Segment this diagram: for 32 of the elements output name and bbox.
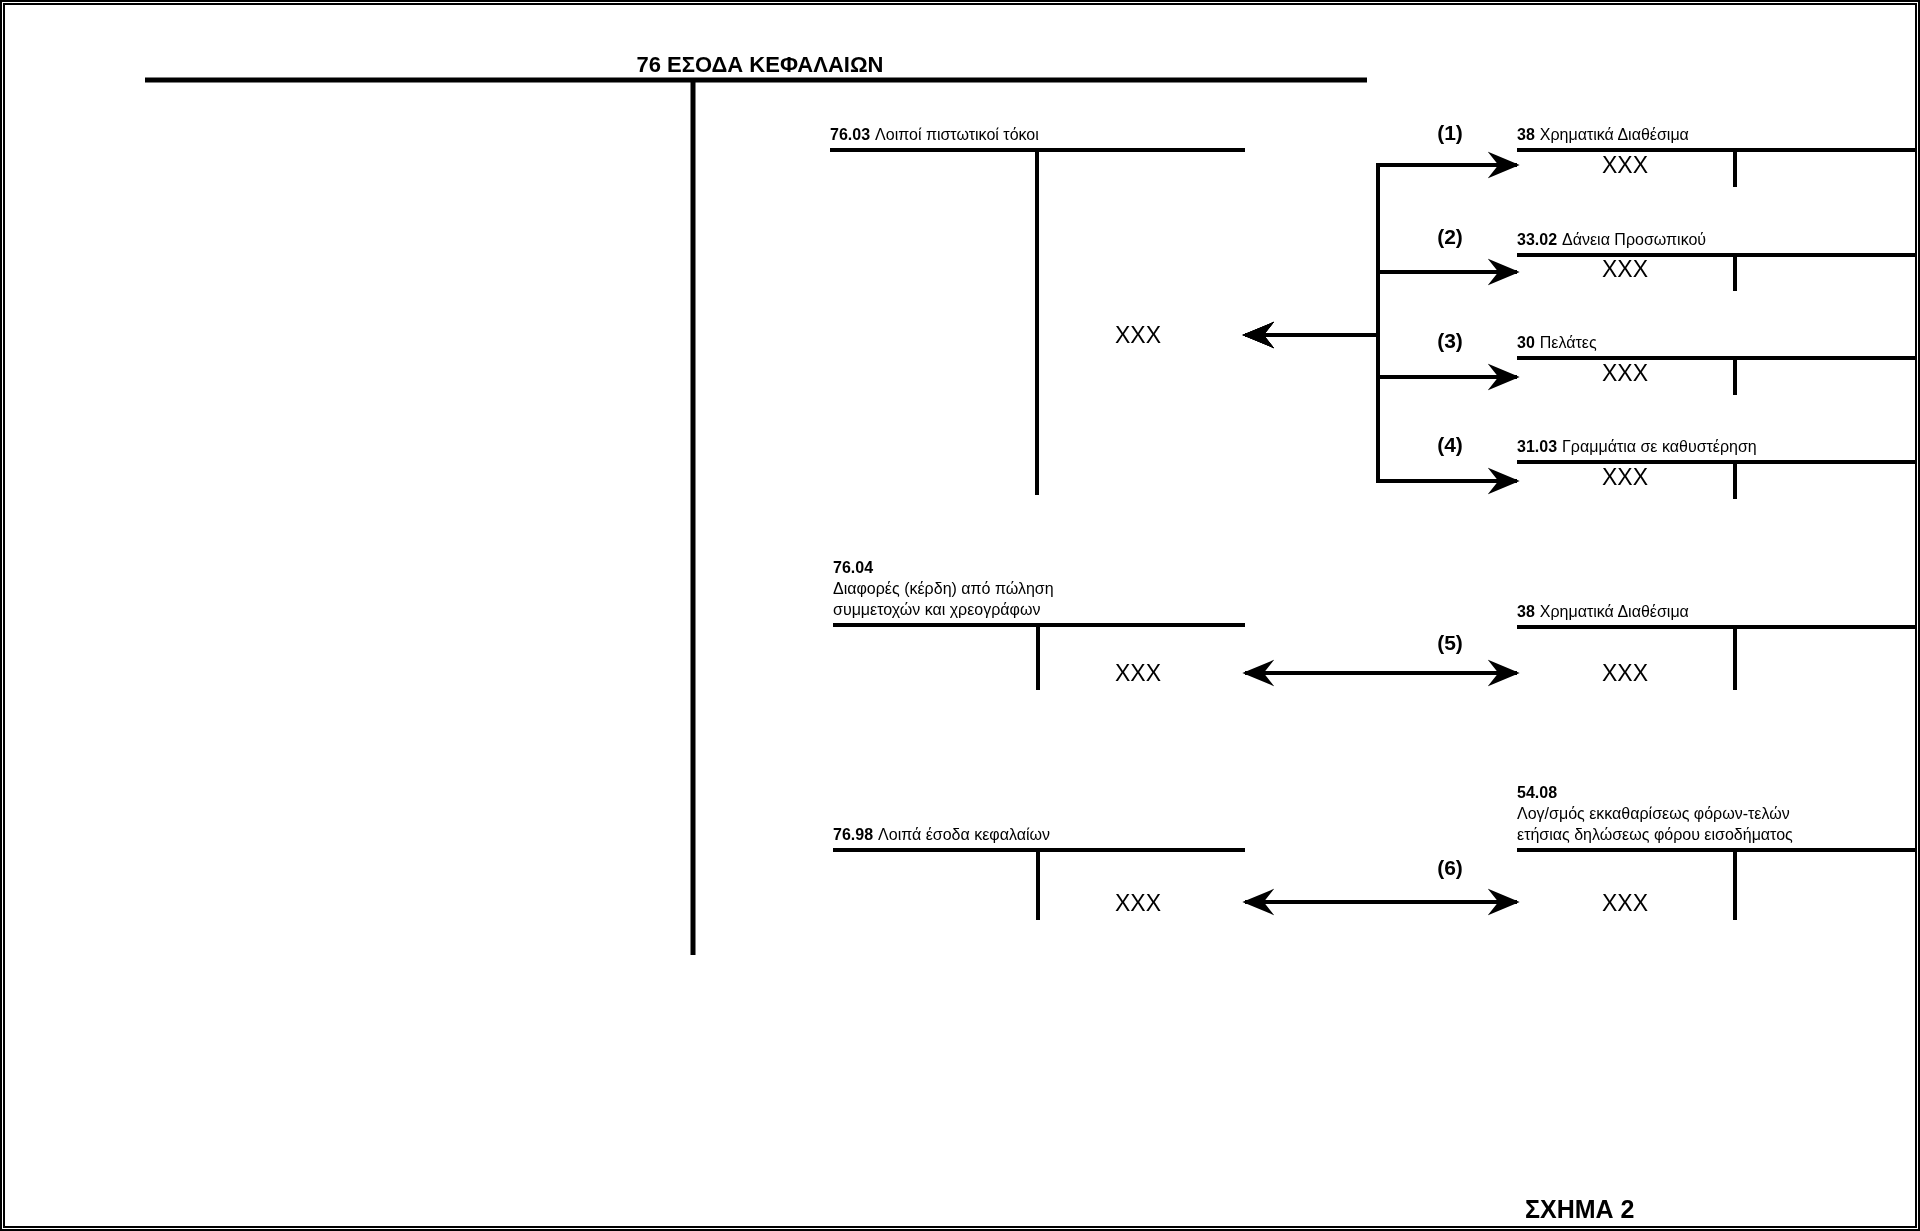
account-name: Λογ/σμός εκκαθαρίσεως φόρων-τελών ετήσιας δηλώσεως φόρου εισοδήματος — [1517, 805, 1793, 843]
caption: ΣΧΗΜΑ 2 — [1525, 1195, 1635, 1224]
amount: XXX — [1602, 660, 1649, 687]
account-name: Διαφορές (κέρδη) από πώληση συμμετοχών και χρεογράφων — [833, 580, 1054, 618]
account-name: Λοιπά έσοδα κεφαλαίων — [878, 826, 1050, 843]
account-code: 54.08 — [1517, 783, 1558, 803]
amount: XXX — [1602, 256, 1649, 283]
amount: XXX — [1115, 890, 1162, 917]
account-name: Λοιποί πιστωτικοί τόκοι — [875, 126, 1039, 143]
account-code: 76.04 — [833, 558, 874, 578]
account-title: 76 ΕΣΟΔΑ ΚΕΦΑΛΑΙΩΝ — [635, 54, 885, 75]
account-code: 76.98 — [833, 826, 874, 843]
arrow — [1242, 321, 1520, 495]
amount: XXX — [1115, 660, 1162, 687]
account-name: Γραμμάτια σε καθυστέρηση — [1562, 438, 1757, 455]
amount: XXX — [1602, 360, 1649, 387]
account-code: 30 — [1517, 334, 1535, 351]
account-code: 38 — [1517, 603, 1535, 620]
account-name: Χρηματικά Διαθέσιμα — [1539, 126, 1689, 143]
account-code: 76.03 — [830, 126, 871, 143]
account-name: Πελάτες — [1539, 334, 1597, 351]
account-name: Δάνεια Προσωπικού — [1562, 231, 1707, 248]
account-code: 31.03 — [1517, 438, 1558, 455]
amount: XXX — [1115, 322, 1162, 349]
arrow — [1242, 659, 1520, 687]
amount: XXX — [1602, 152, 1649, 179]
account-name: Χρηματικά Διαθέσιμα — [1539, 603, 1689, 620]
account-code: 38 — [1517, 126, 1535, 143]
arrow — [1242, 888, 1520, 916]
amount: XXX — [1602, 464, 1649, 491]
amount: XXX — [1602, 890, 1649, 917]
account-code: 33.02 — [1517, 231, 1558, 248]
